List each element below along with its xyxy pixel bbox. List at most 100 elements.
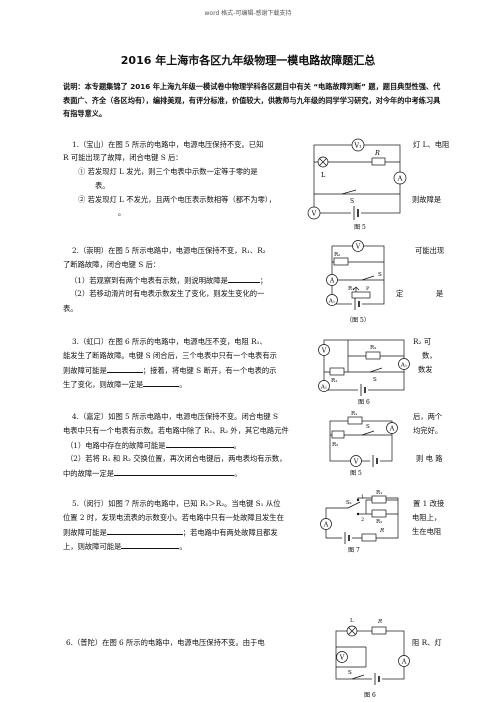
svg-text:S: S [378, 272, 382, 278]
svg-text:R₁: R₁ [351, 411, 357, 417]
svg-text:V: V [321, 348, 327, 355]
q1-line-6: 。 [118, 208, 126, 217]
battery-icon [370, 455, 380, 467]
q3-line-1: 3.（虹口）在图 6 所示的电路中，电源电压不变，电阻 R₁、 [72, 337, 267, 346]
q1-line-3: ① 若发现灯 L 发光，则三个电表中示数一定等于零的是 [78, 167, 258, 176]
q2-circuit-figure: V A A₁ R₂ R₁ P S （图 5） [326, 240, 385, 324]
svg-text:S₁: S₁ [346, 500, 352, 506]
ammeter-icon: A [320, 518, 332, 530]
q2-line-4-right-1: 定 [396, 289, 404, 298]
q4-figure-caption: 图 5 [350, 470, 362, 477]
q2-line-2: 了断路故障，闭合电键 S 后： [63, 260, 161, 269]
svg-text:A: A [323, 522, 329, 529]
q6-figure-caption: 图 6 [364, 692, 376, 699]
ammeter-icon: A₁ [318, 380, 330, 392]
q4-line-1: 4.（嘉定）如图 5 所示电路中，电源电压保持不变。闭合电键 S [72, 412, 278, 421]
answer-blank[interactable] [106, 364, 143, 373]
svg-text:R₁: R₁ [376, 490, 382, 496]
svg-text:A: A [401, 659, 407, 666]
battery-icon [351, 206, 361, 220]
battery-icon [372, 673, 382, 685]
svg-text:V: V [355, 244, 361, 251]
svg-text:V: V [311, 210, 317, 218]
svg-text:1: 1 [361, 494, 364, 500]
q4-line-1-right: 后，两个 [413, 412, 443, 421]
q2-line-1-right: 可能出现 [415, 246, 445, 255]
svg-text:R₂: R₂ [332, 442, 338, 448]
q3-line-1-right: R₂ 可 [413, 337, 432, 346]
svg-text:V₁: V₁ [353, 142, 362, 150]
ammeter-icon: A [398, 655, 410, 667]
ammeter-a1-icon: A₁ [326, 294, 338, 306]
voltmeter-icon: V [352, 240, 364, 252]
q4-line-3: （1）电路中存在的故障可能是。 [66, 439, 241, 450]
voltmeter-icon: V [350, 455, 362, 467]
answer-blank[interactable] [121, 540, 180, 549]
q1-line-1-right: 灯 L、电阻 [413, 140, 450, 149]
svg-text:R: R [379, 528, 384, 534]
answer-blank[interactable] [165, 439, 234, 448]
q5-line-4: 上，则故障可能是。 [63, 540, 187, 551]
q1-line-2: R 可能出现了故障，闭合电键 S 后： [63, 153, 183, 162]
voltmeter-icon: V [318, 344, 330, 356]
q3-line-2: 能发生了断路故障。电键 S 闭合后，三个电表中只有一个电表有示 [63, 351, 277, 360]
answer-blank[interactable] [143, 378, 180, 387]
svg-text:A₁: A₁ [328, 299, 335, 305]
q1-line-5-right: 则故障是 [412, 195, 442, 204]
svg-text:S: S [366, 424, 370, 430]
q4-line-5: 中的故障一定是。 [63, 467, 242, 478]
q2-line-1: 2.（崇明）在图 5 所示电路中，电源电压保持不变，R₁、R₂ [72, 246, 266, 255]
svg-text:A₁: A₁ [320, 385, 327, 391]
svg-text:V: V [339, 655, 345, 662]
q3-line-4: 生了变化，则故障一定是。 [63, 378, 187, 389]
ammeter-icon: A [393, 171, 407, 185]
lamp-icon [346, 625, 358, 637]
page-header: word 格式-可编辑-感谢下载支持 [204, 10, 292, 17]
q5-line-3: 则故障可能是；若电路中有两处故障且都发 [63, 526, 278, 537]
ammeter-a1-icon: A₁ [398, 358, 410, 370]
q3-line-3-right: 数发 [418, 365, 433, 374]
q5-circuit-figure: A S₁ 1 2 R₁ R₂ R 图 7 [320, 490, 399, 554]
q2-line-4: （2）若移动滑片时有电表示数发生了变化，则发生变化的一 [70, 289, 265, 298]
q4-circuit-figure: A V R₁ R₂ S 图 5 [329, 411, 398, 477]
q5-line-3-right: 生在电阻 [412, 527, 442, 536]
document-title: 2016 年上海市各区九年级物理一模电路故障题汇总 [120, 54, 376, 67]
svg-text:L: L [350, 618, 354, 624]
q2-line-4-right-2: 是 [436, 289, 444, 298]
q1-circuit-figure: V₁ A V L R S 图 5 [307, 138, 407, 231]
svg-text:V: V [353, 459, 359, 466]
svg-text:R: R [377, 619, 382, 625]
q3-figure-caption: 图 6 [358, 399, 370, 406]
q3-line-2-right: 数， [422, 351, 437, 360]
lamp-icon [317, 156, 329, 168]
q5-figure-caption: 图 7 [348, 547, 360, 554]
svg-text:L: L [321, 171, 326, 179]
q1-line-1: 1.（宝山）在图 5 所示的电路中，电源电压保持不变。已知 [72, 140, 264, 149]
svg-text:R₂: R₂ [376, 519, 382, 525]
ammeter-icon: A [386, 422, 398, 434]
battery-icon [358, 384, 368, 396]
q2-figure-caption: （图 5） [346, 317, 370, 324]
q2-line-3: （1）若观察到有两个电表有示数，则说明故障是； [70, 274, 268, 285]
svg-text:A: A [397, 175, 403, 183]
q5-line-2: 位置 2 时，发现电流表的示数变小。若电路中只有一处故障且发生在 [63, 513, 284, 522]
answer-blank[interactable] [106, 526, 183, 535]
svg-text:R₂: R₂ [370, 345, 376, 351]
answer-blank[interactable] [114, 467, 235, 476]
q6-circuit-figure: V A L R S 图 6 [335, 618, 410, 699]
svg-text:R₁: R₁ [348, 286, 354, 292]
svg-text:S: S [350, 198, 354, 205]
q3-circuit-figure: V A₁ A₁ R₂ R₁ S 图 6 [318, 339, 410, 406]
description-note: 说明：本专题集锦了 2016 年上海九年级一模试卷中物理学科各区题目中有关 “电… [63, 82, 441, 118]
svg-text:P: P [366, 286, 370, 292]
voltmeter-v-icon: V [307, 206, 321, 220]
voltmeter-icon: V [336, 651, 348, 663]
q4-line-4-right: 则 电 路 [416, 454, 443, 463]
svg-text:R: R [374, 149, 380, 157]
q1-line-4: 表。 [95, 181, 110, 190]
q5-line-2-right: 电阻上， [412, 513, 442, 522]
answer-blank[interactable] [227, 274, 260, 283]
svg-text:S: S [348, 670, 352, 676]
q1-line-5: ② 若发现灯 L 不发光，且两个电压表示数相等（都不为零）， [78, 195, 276, 204]
svg-text:A: A [329, 278, 335, 285]
